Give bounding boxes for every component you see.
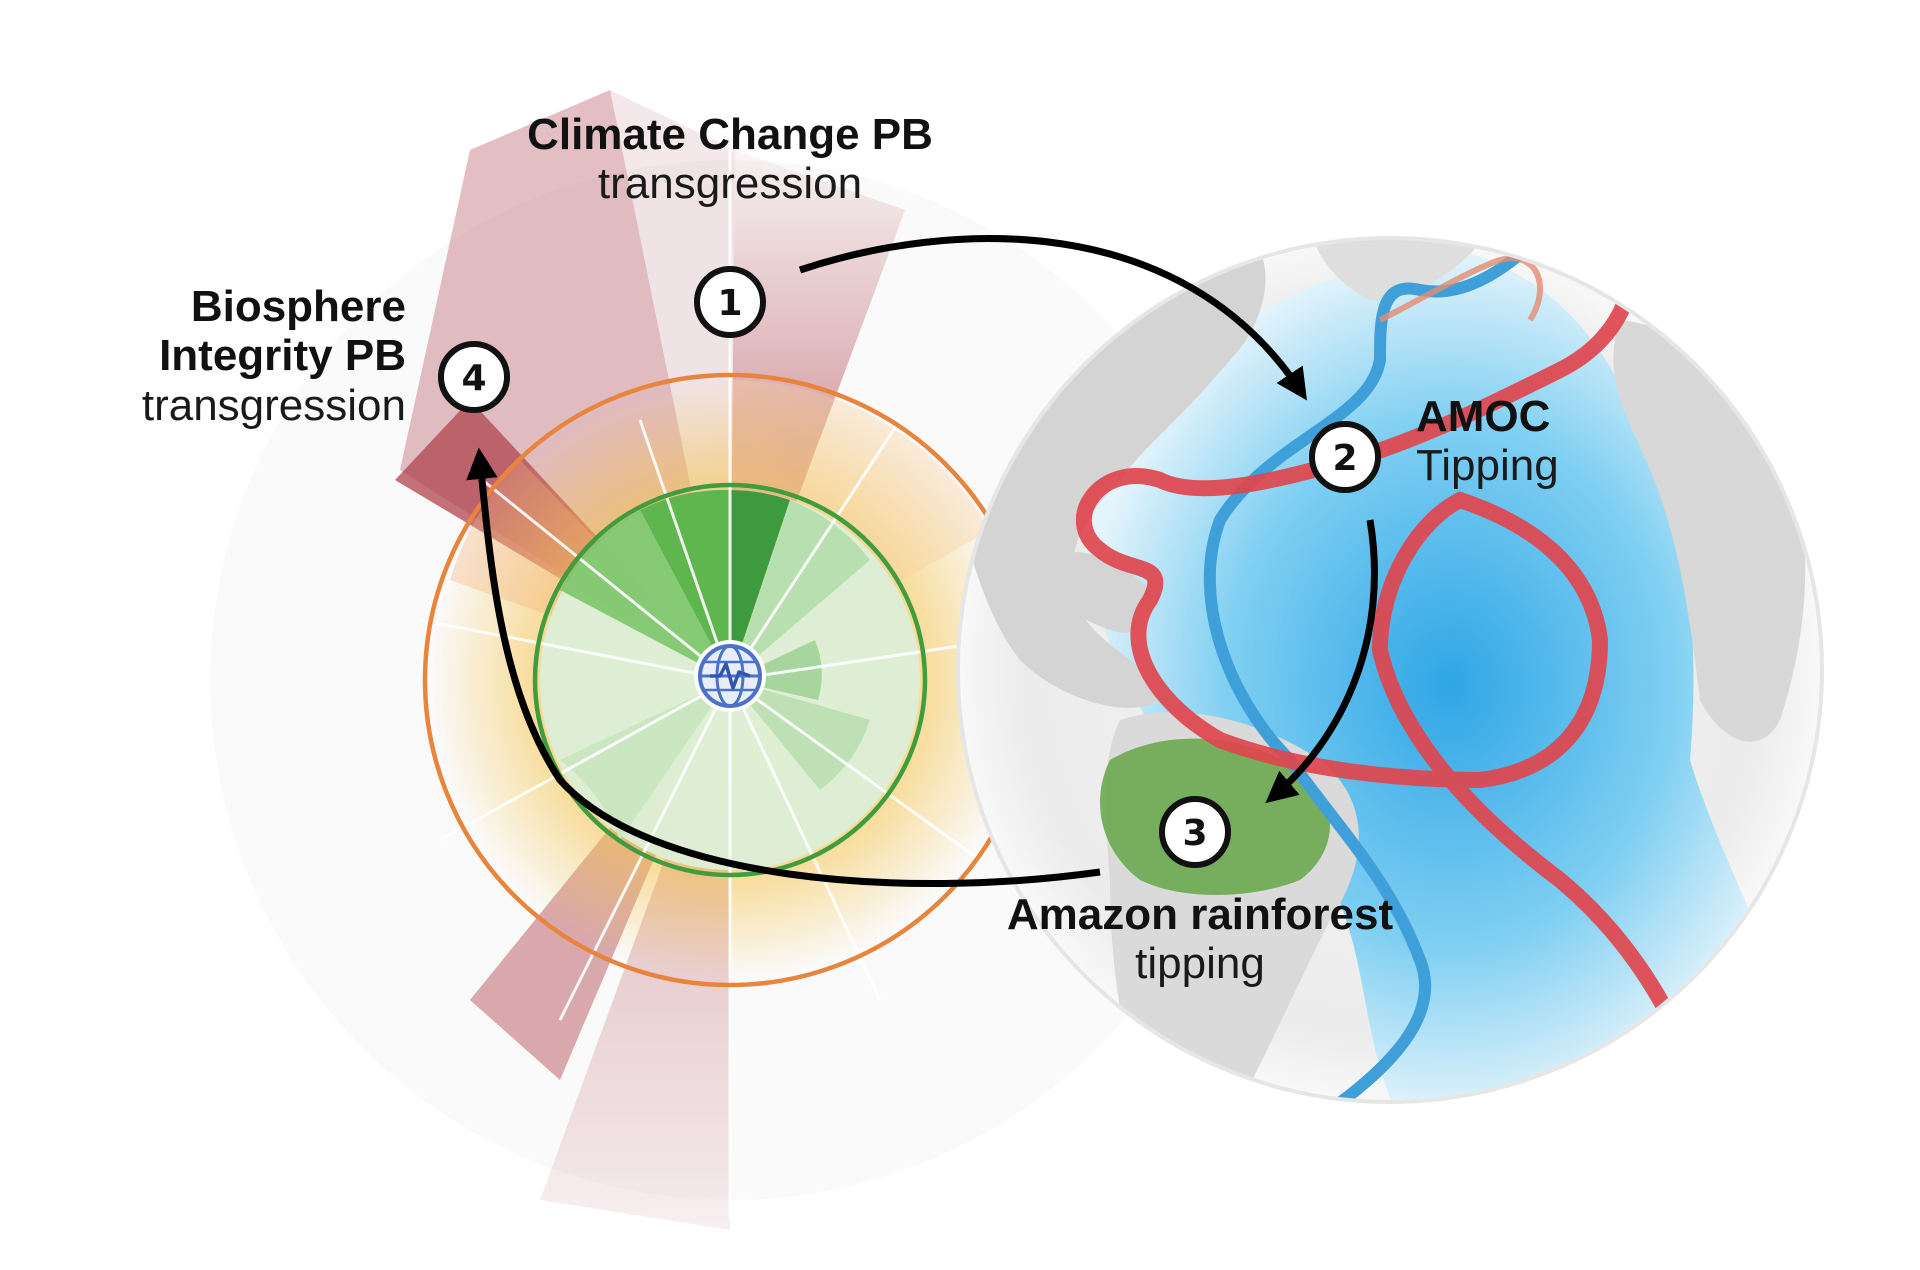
green-sector-dark-2 [640, 489, 730, 680]
badge-3: 3 [1159, 796, 1231, 868]
svg-text:1: 1 [717, 283, 742, 324]
svg-text:4: 4 [461, 358, 486, 399]
biosphere-title-line1: Biosphere [190, 282, 406, 331]
feedback-arrows [466, 235, 1378, 888]
cold-current [1203, 240, 1566, 1100]
green-sector-dark-1 [730, 490, 790, 680]
amoc-subtitle: Tipping [1416, 441, 1559, 491]
badge-1: 1 [694, 266, 766, 338]
arrow-1-to-2 [798, 235, 1307, 401]
green-sector-light-1 [730, 500, 870, 680]
globe-atlantic [956, 236, 1824, 1104]
climate-change-subtitle: transgression [597, 159, 863, 209]
badge-2: 2 [1309, 421, 1381, 493]
biosphere-subtitle: transgression [141, 380, 406, 430]
globe-pulse-icon [694, 640, 766, 712]
climate-change-label: Climate Change PB transgression [470, 110, 990, 209]
boundary-ring-green [532, 482, 928, 878]
amoc-label: AMOC Tipping [1416, 392, 1676, 491]
sector-dividers [419, 130, 1001, 1220]
green-sector-dark-3 [560, 510, 730, 680]
amazon-label: Amazon rainforest tipping [940, 890, 1460, 989]
badge-4: 4 [438, 341, 510, 413]
planetary-boundaries-wheel [210, 90, 1250, 1230]
green-sector-light-4 [560, 680, 730, 840]
green-sector-light-3 [730, 680, 870, 790]
svg-text:3: 3 [1182, 813, 1207, 854]
arrow-3-to-4 [466, 447, 1101, 888]
biosphere-title-line2: Integrity PB [159, 331, 406, 381]
amazon-title: Amazon rainforest [1006, 890, 1394, 939]
amazon-subtitle: tipping [1135, 939, 1265, 989]
svg-text:2: 2 [1332, 438, 1357, 479]
amoc-title: AMOC [1416, 392, 1551, 441]
greenland [1308, 240, 1500, 300]
biosphere-label: Biosphere Integrity PB transgression [60, 282, 406, 430]
climate-change-title: Climate Change PB [527, 110, 933, 159]
arrow-2-to-3 [1265, 519, 1378, 804]
